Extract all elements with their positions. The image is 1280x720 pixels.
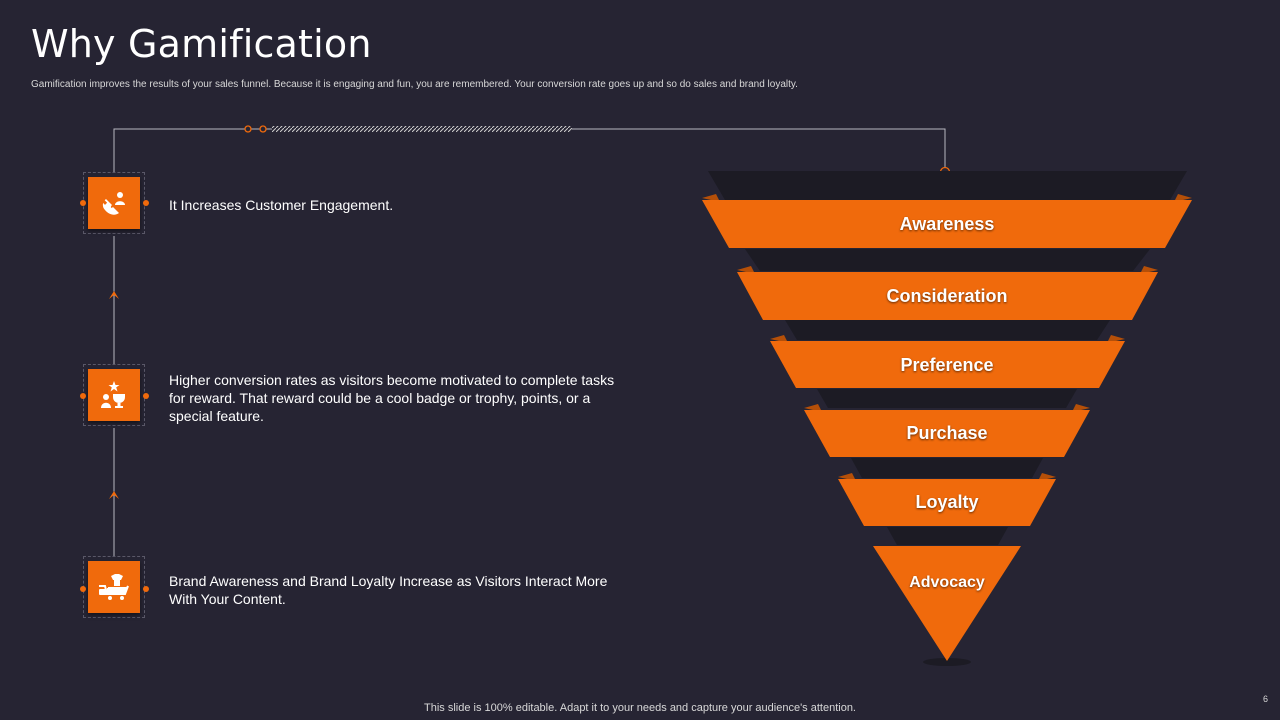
- funnel-shadow: [708, 171, 1187, 200]
- funnel-label-advocacy: Advocacy: [909, 574, 985, 591]
- shopping-cart-icon: [88, 561, 140, 613]
- funnel-stage-consideration: [737, 272, 1158, 320]
- funnel-label-preference: Preference: [900, 355, 994, 375]
- funnel-shadow: [745, 249, 1150, 271]
- tile-dot: [80, 586, 86, 592]
- funnel-label-consideration: Consideration: [886, 286, 1008, 306]
- tile-dot: [143, 393, 149, 399]
- tile-dot: [143, 586, 149, 592]
- slide-title: Why Gamification: [31, 22, 372, 66]
- tile-dot: [80, 393, 86, 399]
- funnel-stage-advocacy: [873, 546, 1021, 661]
- slide-subtitle: Gamification improves the results of you…: [31, 79, 798, 90]
- funnel-stage-purchase: [804, 410, 1090, 457]
- funnel-stage-preference: [770, 341, 1125, 388]
- funnel-label-purchase: Purchase: [906, 423, 988, 443]
- funnel-shadow: [785, 320, 1110, 340]
- funnel-label-awareness: Awareness: [899, 214, 995, 234]
- point-text-brand: Brand Awareness and Brand Loyalty Increa…: [169, 573, 608, 607]
- funnel-label-loyalty: Loyalty: [915, 492, 979, 512]
- funnel-stage-loyalty: [838, 479, 1056, 526]
- funnel-shadow: [923, 658, 971, 666]
- point-text-conversion: Higher conversion rates as visitors beco…: [169, 372, 615, 424]
- trophy-reward-icon: [88, 369, 140, 421]
- tile-dot: [143, 200, 149, 206]
- funnel-stage-awareness: [702, 200, 1192, 248]
- footer-note: This slide is 100% editable. Adapt it to…: [424, 702, 856, 714]
- funnel-shadow: [817, 389, 1077, 408]
- funnel-shadow: [887, 527, 1008, 545]
- magnet-user-icon: [88, 177, 140, 229]
- funnel-shadow: [851, 458, 1043, 478]
- tile-dot: [80, 200, 86, 206]
- page-number: 6: [1262, 694, 1268, 704]
- point-text-engagement: It Increases Customer Engagement.: [169, 197, 394, 213]
